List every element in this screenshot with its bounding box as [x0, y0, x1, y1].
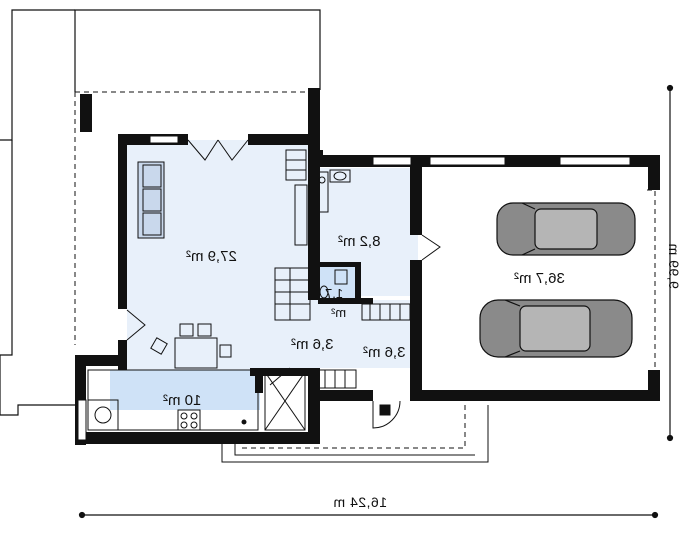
car-icon — [496, 202, 636, 256]
office-area-label: 8,2 m² — [338, 233, 381, 250]
entrance-steps — [221, 405, 489, 463]
width-dimension-label: 16,24 m — [333, 494, 388, 510]
car-icon — [479, 299, 633, 358]
vestibule-area-label: 3,6 m² — [363, 344, 406, 361]
walls — [75, 88, 660, 445]
kitchen-floor — [110, 370, 260, 410]
garage-area-label: 36,7 m² — [514, 270, 565, 287]
bath-fixtures — [315, 169, 351, 299]
terrace-outline — [0, 9, 321, 416]
bath-area-value: 1,7 — [325, 286, 344, 301]
wardrobes — [264, 303, 411, 431]
depth-dimension-label: 9,99 m — [665, 243, 682, 289]
dining-table-icon — [150, 323, 232, 369]
doors — [126, 139, 441, 429]
sofa-icon — [137, 161, 165, 239]
windows — [77, 135, 631, 441]
hall-floor — [275, 300, 415, 368]
kitchen-area-label: 10 m² — [163, 392, 202, 409]
bath-area-unit: m² — [331, 305, 347, 320]
width-dimension-line — [78, 511, 659, 519]
stairs-icon — [274, 149, 311, 321]
depth-dimension-line — [666, 84, 674, 442]
hall-area-label: 3,6 m² — [291, 336, 334, 353]
kitchen-appliances — [87, 399, 247, 431]
living-room-area-label: 27,9 m² — [186, 248, 237, 265]
